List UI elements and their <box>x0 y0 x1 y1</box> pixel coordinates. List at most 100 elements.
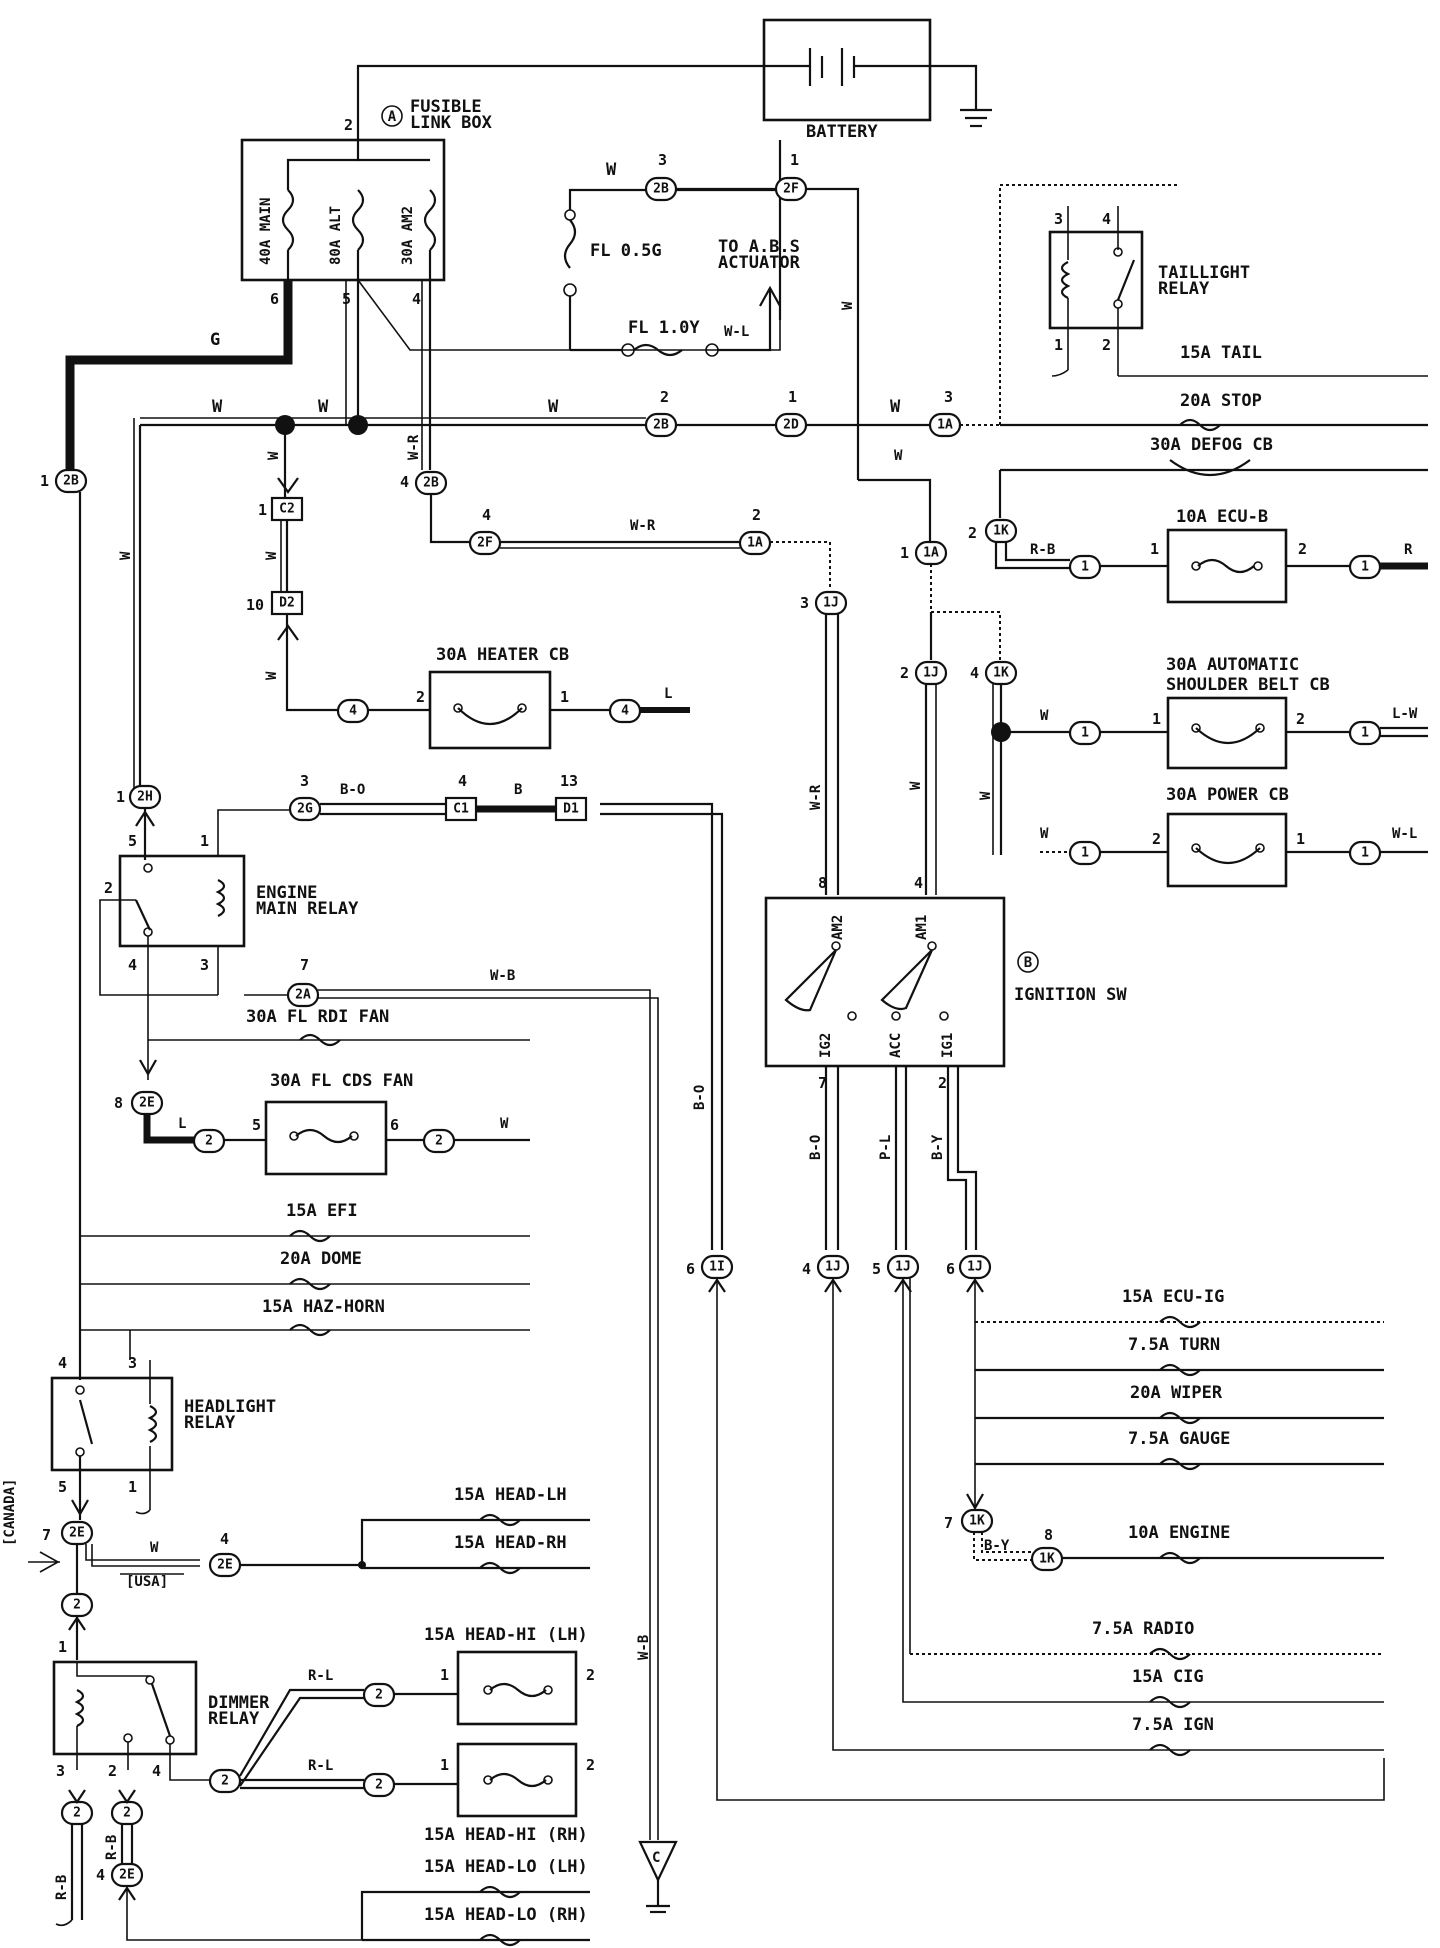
connector-label: 1J <box>967 1260 983 1275</box>
pin-label: 2 <box>900 664 909 682</box>
fuse-15a-efi-label: 15A EFI <box>286 1201 358 1221</box>
canada-label: [CANADA] <box>2 1479 18 1546</box>
wire-color-label: G <box>210 330 220 350</box>
ignition-sw-acc: ACC <box>888 1033 904 1058</box>
connector-label: 1K <box>993 666 1009 681</box>
connector-4-heater-right: 4 <box>608 698 642 724</box>
pin-label: 1 <box>900 544 909 562</box>
connector-1J-6: 6 1J <box>946 1254 992 1280</box>
pin-label: 3 <box>128 1354 137 1372</box>
connector-label: 1K <box>993 524 1009 539</box>
pin-label: 8 <box>818 874 827 892</box>
wire-color-label: W-R <box>406 434 422 460</box>
pin-label: 2 <box>104 879 113 897</box>
fuse-30a-fl-cds-fan-label: 30A FL CDS FAN <box>270 1071 413 1091</box>
pin-label: 2 <box>416 688 425 706</box>
wire-color-label: W <box>264 551 280 560</box>
connector-2B-wr: 4 2B <box>400 470 448 496</box>
connector-2-r1: 2 <box>60 1800 94 1826</box>
pin-label: 4 <box>970 664 979 682</box>
cb-30a-shoulder-belt-line1: 30A AUTOMATIC <box>1166 655 1299 675</box>
connector-label: 1J <box>825 1260 841 1275</box>
wire-color-label: W <box>908 781 924 790</box>
wire-color-label: W <box>150 1540 159 1556</box>
pin-label: 3 <box>800 594 809 612</box>
wire-color-label: W <box>264 671 280 680</box>
connector-label: 1A <box>923 546 939 561</box>
fuse-15a-tail-label: 15A TAIL <box>1180 343 1262 363</box>
dimmer-relay: 1 3 2 4 DIMMER RELAY <box>52 1638 270 1781</box>
wire-color-label: R <box>1404 542 1413 558</box>
ignition-sw-am2: AM2 <box>830 915 846 940</box>
connector-label: 2B <box>423 476 439 491</box>
fuse-15a-haz-horn-label: 15A HAZ-HORN <box>262 1297 385 1317</box>
pin-label: 4 <box>802 1260 811 1278</box>
wire-color-label: W-L <box>724 324 749 340</box>
cb-30a-power: 30A POWER CB 2 1 <box>1152 785 1305 888</box>
fusible-link-box-marker: A <box>388 109 397 125</box>
pin-label: 7 <box>818 1074 827 1092</box>
pin-label: 4 <box>152 1762 161 1780</box>
connector-label: 2F <box>783 182 799 197</box>
connector-1K-8: 8 1K <box>1030 1526 1064 1572</box>
abs-actuator-line2: ACTUATOR <box>718 253 801 273</box>
dimmer-relay-line1: DIMMER <box>208 1693 270 1713</box>
pin-label: 3 <box>944 388 953 406</box>
pin-label: 3 <box>200 956 209 974</box>
connector-label: 2F <box>477 536 493 551</box>
connector-label: 2G <box>297 802 313 817</box>
pin-label: 3 <box>658 151 667 169</box>
connector-1-ecub-left: 1 <box>1068 554 1102 580</box>
connector-label: 2 <box>73 1806 81 1821</box>
connector-2E-7: 7 2E <box>42 1520 94 1546</box>
connector-label: 4 <box>349 704 357 719</box>
connector-label: 2 <box>375 1688 383 1703</box>
connector-2F-mid: 4 2F <box>468 506 502 556</box>
connector-2-hi-lh: 2 <box>362 1682 396 1708</box>
wire-color-label: W <box>500 1116 509 1132</box>
fuse-15a-head-hi-lh-label: 15A HEAD-HI (LH) <box>424 1625 588 1645</box>
connector-label: 2 <box>221 1774 229 1789</box>
battery-label: BATTERY <box>806 122 878 142</box>
connector-2B-mid: 2 2B <box>644 388 678 438</box>
fuse-30a-fl-rdi-fan-label: 30A FL RDI FAN <box>246 1007 389 1027</box>
fuse-15a-head-lh-label: 15A HEAD-LH <box>454 1485 567 1505</box>
connector-label: 2B <box>63 474 79 489</box>
connector-2B-top: 3 2B <box>644 151 678 202</box>
connector-2-r2: 2 <box>110 1800 144 1826</box>
connector-1I-6: 6 1I <box>686 1254 734 1280</box>
connector-label: 2 <box>435 1134 443 1149</box>
pin-label: 4 <box>458 772 467 790</box>
wire-color-label: B-O <box>340 782 365 798</box>
fuse-30a-fl-cds-fan: 30A FL CDS FAN 5 6 <box>252 1071 413 1176</box>
pin-label: 5 <box>872 1260 881 1278</box>
connector-label: 2E <box>69 1526 85 1541</box>
pin-label: 8 <box>114 1094 123 1112</box>
wire-color-label: W-R <box>630 518 656 534</box>
connector-2-dimmer: 2 <box>208 1768 242 1794</box>
wire-color-label: W <box>606 160 617 180</box>
wire-color-label: W <box>1040 826 1049 842</box>
connector-4-heater-left: 4 <box>336 698 370 724</box>
ignition-sw-marker: B <box>1024 955 1032 971</box>
connector-label: 2D <box>783 418 799 433</box>
pin-label: 2 <box>752 506 761 524</box>
connector-1J-3: 3 1J <box>800 590 848 616</box>
wire-color-label: L <box>178 1116 186 1132</box>
pin-label: 2 <box>108 1762 117 1780</box>
dimmer-relay-line2: RELAY <box>208 1709 260 1729</box>
engine-main-relay: 5 1 2 4 3 ENGINE MAIN RELAY <box>99 809 359 1040</box>
pin-label: 10 <box>246 596 264 614</box>
pin-label: 1 <box>560 688 569 706</box>
pin-label: 4 <box>482 506 491 524</box>
connector-label: D1 <box>563 802 579 817</box>
connector-label: 1 <box>1081 560 1089 575</box>
abs-actuator-line1: TO A.B.S <box>718 237 800 257</box>
wire-color-label: B-Y <box>984 1538 1010 1554</box>
fuse-15a-cig-label: 15A CIG <box>1132 1667 1204 1687</box>
wire-color-label: B <box>514 782 522 798</box>
connector-1K-4: 4 1K <box>970 660 1018 686</box>
pin-label: 2 <box>1298 540 1307 558</box>
connector-label: 1 <box>1081 726 1089 741</box>
